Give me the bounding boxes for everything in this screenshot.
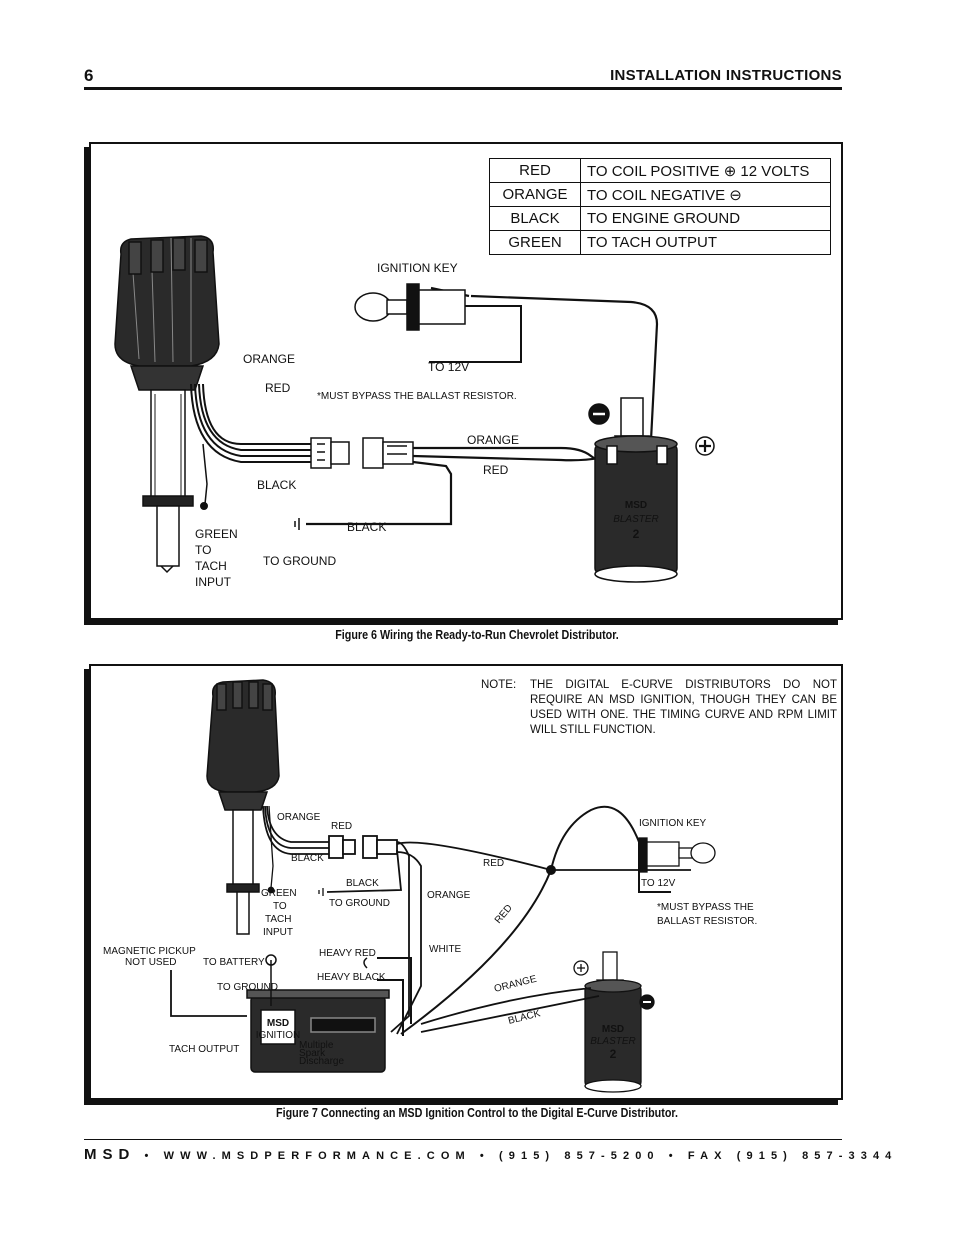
coil-model: BLASTER	[590, 1036, 636, 1047]
label-tach: TACH	[195, 559, 227, 573]
label-to-battery: TO BATTERY	[203, 957, 265, 968]
page-title: INSTALLATION INSTRUCTIONS	[610, 67, 842, 84]
label-input: INPUT	[195, 575, 232, 589]
label-bypass: *MUST BYPASS THE BALLAST RESISTOR.	[317, 391, 517, 402]
label-white: WHITE	[429, 944, 462, 955]
table-cell-destination: TO TACH OUTPUT	[580, 230, 831, 255]
label-bypass-2: BALLAST RESISTOR.	[657, 916, 757, 927]
key-wiring	[377, 805, 671, 1036]
note-block: NOTE: THE DIGITAL E-CURVE DISTRIBUTORS D…	[481, 678, 837, 738]
figure-6: RED TO COIL POSITIVE ⊕ 12 VOLTS ORANGE T…	[89, 142, 843, 620]
table-row: RED TO COIL POSITIVE ⊕ 12 VOLTS	[489, 158, 831, 183]
note-lead: NOTE:	[481, 679, 517, 691]
label-black: BLACK	[291, 853, 324, 864]
ignition-key-icon	[638, 837, 716, 873]
label-mag-pickup-2: NOT USED	[125, 957, 177, 968]
label-tach: TACH	[265, 914, 291, 925]
footer-website: WWW.MSDPERFORMANCE.COM	[163, 1150, 471, 1162]
distributor-illustration	[206, 679, 280, 935]
label-ignition-key: IGNITION KEY	[377, 261, 458, 275]
label-black-wire: BLACK	[347, 520, 386, 534]
table-cell-destination: TO COIL POSITIVE ⊕ 12 VOLTS	[580, 158, 831, 183]
coil-number: 2	[633, 527, 640, 541]
msd-ignition-box-illustration	[170, 954, 390, 1073]
coil-brand: MSD	[602, 1024, 624, 1035]
figure-7: NOTE: THE DIGITAL E-CURVE DISTRIBUTORS D…	[89, 664, 843, 1100]
figure-6-caption: Figure 6 Wiring the Ready-to-Run Chevrol…	[335, 628, 619, 642]
label-input: INPUT	[263, 927, 293, 938]
label-green: GREEN	[195, 527, 238, 541]
wire-color-table: RED TO COIL POSITIVE ⊕ 12 VOLTS ORANGE T…	[489, 158, 831, 255]
label-bypass-1: *MUST BYPASS THE	[657, 902, 754, 913]
footer-separator: •	[479, 1150, 500, 1162]
footer-separator: •	[144, 1150, 164, 1162]
label-red: RED	[331, 821, 352, 832]
note-body: THE DIGITAL E-CURVE DISTRIBUTORS DO NOT …	[530, 679, 837, 736]
page-number: 6	[84, 66, 94, 85]
label-to-12v: TO 12V	[428, 360, 469, 374]
ground-icon	[318, 888, 324, 896]
ignition-key-icon	[354, 283, 522, 363]
label-heavy-black: HEAVY BLACK	[317, 972, 386, 983]
table-cell-color: RED	[489, 158, 581, 183]
coil-model: BLASTER	[613, 514, 659, 525]
label-black: BLACK	[257, 478, 296, 492]
coil-number: 2	[610, 1047, 617, 1061]
label-red-wire: RED	[483, 858, 504, 869]
figure-7-diagram: MSD IGNITION Multiple Spark Discharge MS…	[103, 679, 757, 1093]
coil-brand: MSD	[625, 500, 647, 511]
label-ignition-key: IGNITION KEY	[639, 818, 707, 829]
table-row: ORANGE TO COIL NEGATIVE ⊖	[489, 182, 831, 207]
figure-6-diagram: MSD BLASTER 2 IGNITION KEY TO 12V ORANGE…	[114, 235, 715, 589]
label-red: RED	[265, 381, 291, 395]
ignition-coil-illustration	[588, 397, 715, 583]
footer-text: MSD • WWW.MSDPERFORMANCE.COM • (915) 857…	[84, 1146, 891, 1163]
label-orange-coil: ORANGE	[493, 974, 538, 995]
footer-phone: (915) 857-5200	[499, 1150, 660, 1162]
label-tach-output: TACH OUTPUT	[169, 1044, 239, 1055]
ignition-coil-illustration	[420, 951, 655, 1093]
page-footer: MSD • WWW.MSDPERFORMANCE.COM • (915) 857…	[84, 1139, 891, 1163]
table-row: BLACK TO ENGINE GROUND	[489, 206, 831, 231]
label-to-ground2: TO GROUND	[217, 982, 278, 993]
label-orange-wire: ORANGE	[427, 890, 471, 901]
distributor-harness	[190, 383, 311, 510]
box-sub: IGNITION	[256, 1030, 300, 1041]
label-orange: ORANGE	[243, 352, 295, 366]
table-row: GREEN TO TACH OUTPUT	[489, 230, 831, 255]
footer-fax: FAX (915) 857-3344	[687, 1150, 898, 1162]
label-to: TO	[273, 901, 287, 912]
box-brand: MSD	[267, 1018, 289, 1029]
distributor-illustration	[114, 235, 220, 574]
header-rule	[84, 87, 842, 90]
distributor-harness	[262, 805, 691, 1035]
label-heavy-red: HEAVY RED	[319, 948, 376, 959]
box-text-1: Multiple	[299, 1040, 334, 1051]
label-to: TO	[195, 543, 211, 557]
table-cell-destination: TO ENGINE GROUND	[580, 206, 831, 231]
label-black-coil: BLACK	[507, 1008, 542, 1027]
box-text-3: Discharge	[299, 1056, 344, 1067]
label-red-diag: RED	[493, 903, 515, 926]
label-red-wire: RED	[483, 463, 509, 477]
label-to-ground: TO GROUND	[263, 554, 336, 568]
label-to-12v: TO 12V	[641, 878, 676, 889]
footer-brand: MSD	[84, 1146, 136, 1163]
footer-rule	[84, 1139, 842, 1140]
ground-icon	[294, 518, 311, 530]
harness-connector	[310, 437, 414, 469]
table-cell-color: GREEN	[489, 230, 581, 255]
label-black2: BLACK	[346, 878, 379, 889]
page-header: 6 INSTALLATION INSTRUCTIONS	[84, 64, 842, 90]
footer-separator: •	[668, 1150, 688, 1162]
label-orange: ORANGE	[277, 812, 321, 823]
table-cell-destination: TO COIL NEGATIVE ⊖	[580, 182, 831, 207]
label-to-ground: TO GROUND	[329, 898, 390, 909]
figure-7-caption: Figure 7 Connecting an MSD Ignition Cont…	[276, 1106, 678, 1120]
label-green: GREEN	[261, 888, 297, 899]
box-text-2: Spark	[299, 1048, 326, 1059]
label-orange-wire: ORANGE	[467, 433, 519, 447]
label-mag-pickup-1: MAGNETIC PICKUP	[103, 946, 196, 957]
